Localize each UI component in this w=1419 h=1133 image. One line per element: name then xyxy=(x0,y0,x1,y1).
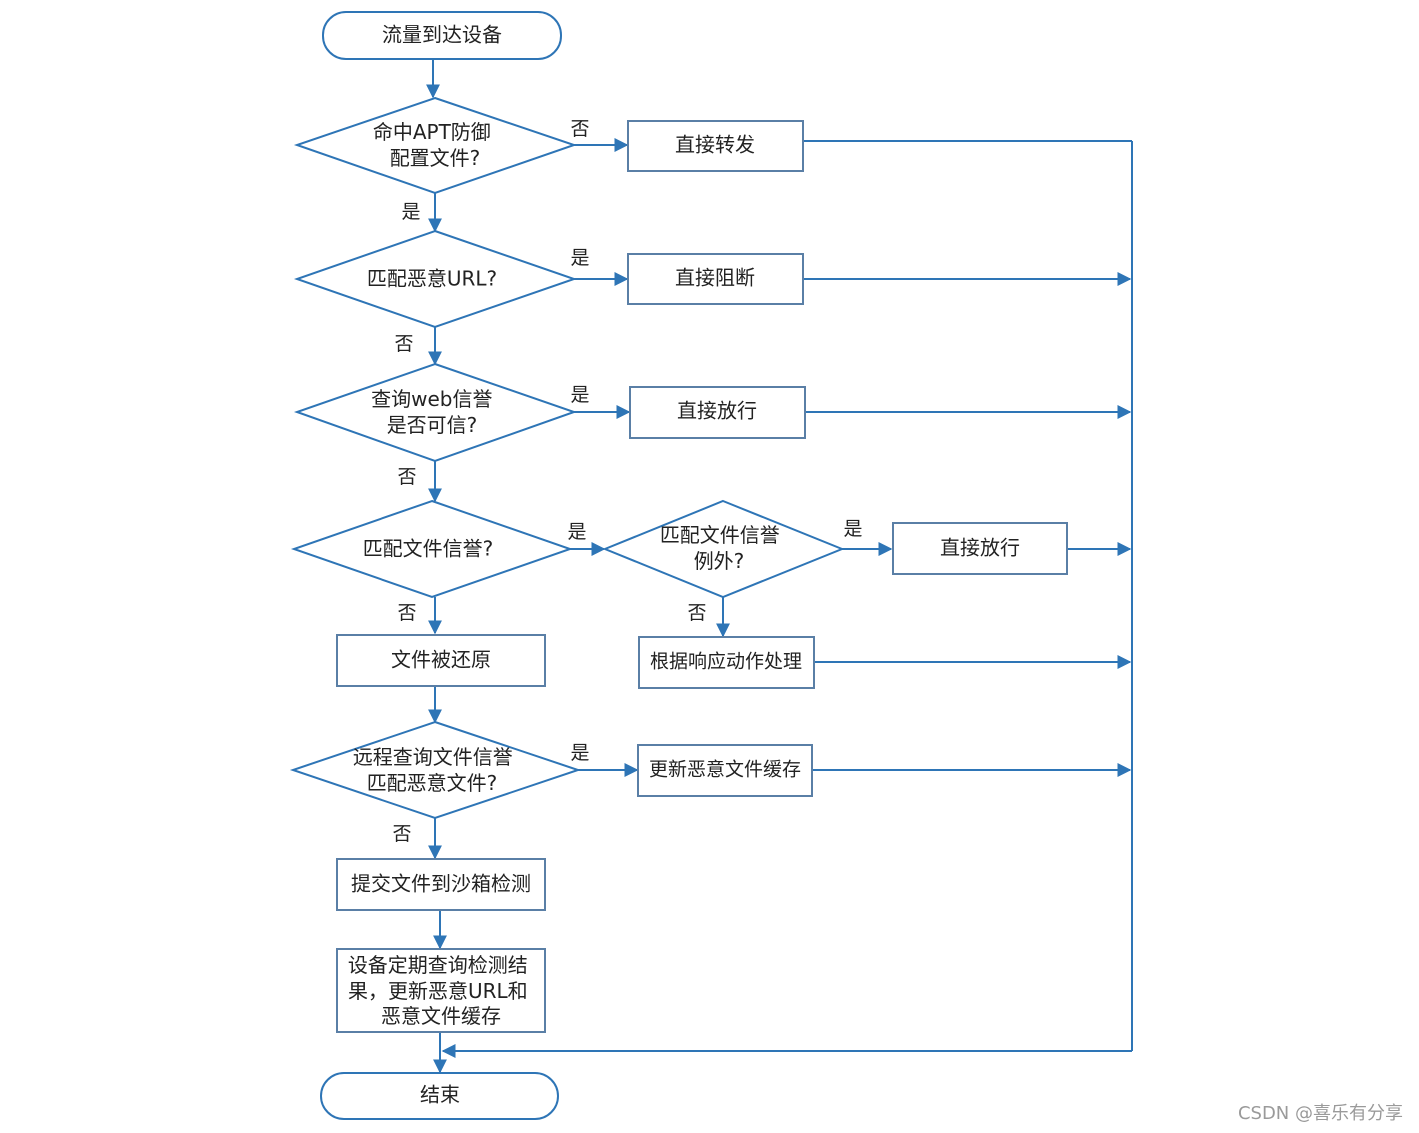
decision-web-line2: 是否可信? xyxy=(387,413,478,437)
process-sandbox: 提交文件到沙箱检测 xyxy=(336,858,546,911)
process-restore: 文件被还原 xyxy=(336,634,546,687)
end-node: 结束 xyxy=(320,1072,559,1120)
process-query-line2: 果，更新恶意URL和 xyxy=(348,979,528,1003)
process-query-line1: 设备定期查询检测结 xyxy=(348,953,528,977)
svg-text:匹配文件信誉 例外?: 匹配文件信誉 例外? xyxy=(660,523,786,573)
process-pass-2: 直接放行 xyxy=(892,522,1068,575)
decision-url: 匹配恶意URL? xyxy=(293,229,578,329)
label-file-no: 否 xyxy=(397,602,416,624)
end-label: 结束 xyxy=(420,1083,460,1107)
svg-text:设备定期查询检测结 果，更新恶意URL和: 设备定期查询检测结 果，更新恶意URL和 恶意文件缓存 xyxy=(348,953,534,1028)
process-forward: 直接转发 xyxy=(627,120,804,172)
decision-remote-line2: 匹配恶意文件? xyxy=(367,771,498,795)
label-apt-yes: 是 xyxy=(401,201,420,223)
label-web-yes: 是 xyxy=(570,384,589,406)
process-cache-label: 更新恶意文件缓存 xyxy=(649,759,801,781)
process-action: 根据响应动作处理 xyxy=(638,636,815,689)
label-remote-yes: 是 xyxy=(570,742,589,764)
process-query-line3: 恶意文件缓存 xyxy=(381,1004,501,1028)
process-block-label: 直接阻断 xyxy=(675,266,755,290)
decision-file-label: 匹配文件信誉? xyxy=(363,537,494,561)
decision-apt: 命中APT防御 配置文件? xyxy=(293,96,578,195)
svg-text:命中APT防御 配置文件?: 命中APT防御 配置文件? xyxy=(373,120,497,170)
decision-exception-line1: 匹配文件信誉 xyxy=(660,523,780,547)
decision-apt-line1: 命中APT防御 xyxy=(373,120,491,144)
decision-exception-line2: 例外? xyxy=(694,549,745,573)
decision-apt-line2: 配置文件? xyxy=(390,146,481,170)
decision-web: 查询web信誉 是否可信? xyxy=(293,362,578,463)
decision-file: 匹配文件信誉? xyxy=(290,499,574,599)
label-url-no: 否 xyxy=(394,333,413,355)
process-action-label: 根据响应动作处理 xyxy=(650,651,802,673)
decision-remote: 远程查询文件信誉 匹配恶意文件? xyxy=(289,720,582,820)
start-label: 流量到达设备 xyxy=(382,23,502,47)
decision-exception: 匹配文件信誉 例外? xyxy=(602,499,845,599)
process-query: 设备定期查询检测结 果，更新恶意URL和 恶意文件缓存 xyxy=(336,948,546,1033)
decision-web-line1: 查询web信誉 xyxy=(371,387,492,411)
watermark: CSDN @喜乐有分享 xyxy=(1237,1103,1403,1124)
svg-text:远程查询文件信誉 匹配恶意文件?: 远程查询文件信誉 匹配恶意文件? xyxy=(353,745,519,795)
label-web-no: 否 xyxy=(397,466,416,488)
svg-text:查询web信誉 是否可信?: 查询web信誉 是否可信? xyxy=(371,387,499,437)
label-remote-no: 否 xyxy=(392,823,411,845)
edge-labels: 否 是 是 否 是 否 是 是 否 否 是 否 xyxy=(392,118,862,845)
edges xyxy=(426,60,1133,1074)
label-file-yes: 是 xyxy=(567,521,586,543)
process-pass-1: 直接放行 xyxy=(629,386,806,439)
start-node: 流量到达设备 xyxy=(322,11,562,60)
process-pass-1-label: 直接放行 xyxy=(677,399,757,423)
decision-remote-line1: 远程查询文件信誉 xyxy=(353,745,513,769)
process-forward-label: 直接转发 xyxy=(675,133,755,157)
process-sandbox-label: 提交文件到沙箱检测 xyxy=(351,872,531,896)
label-url-yes: 是 xyxy=(570,247,589,269)
decision-url-label: 匹配恶意URL? xyxy=(367,267,497,291)
label-exception-yes: 是 xyxy=(843,518,862,540)
process-pass-2-label: 直接放行 xyxy=(940,536,1020,560)
process-cache: 更新恶意文件缓存 xyxy=(637,744,813,797)
process-block: 直接阻断 xyxy=(627,253,804,305)
process-restore-label: 文件被还原 xyxy=(391,648,491,672)
label-apt-no: 否 xyxy=(570,118,589,140)
label-exception-no: 否 xyxy=(687,602,706,624)
